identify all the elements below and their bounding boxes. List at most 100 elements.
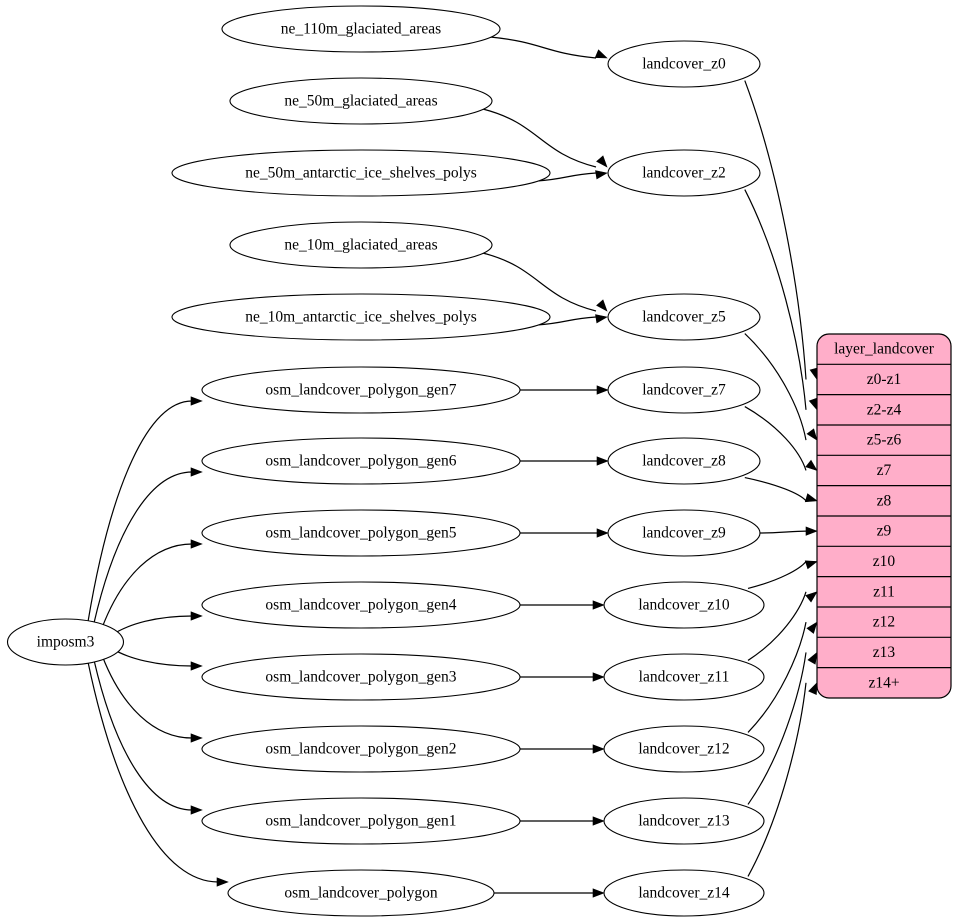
arrowhead-ne_50m_glaciated_areas (596, 155, 608, 168)
edge-landcover_z10-to-record-row-z10 (747, 561, 807, 590)
node-ellipse-landcover_z7[interactable] (607, 366, 761, 414)
edge-ne_50m_antarctic_ice_shelves_polys (536, 172, 597, 182)
node-ellipse-landcover_z2[interactable] (607, 149, 761, 197)
node-ellipse-osm_landcover_polygon_gen2[interactable] (201, 725, 521, 773)
node-ellipse-imposm3[interactable] (6, 618, 125, 666)
arrowhead-imposm3-osm_landcover_polygon_gen6 (190, 467, 203, 477)
arrowhead-ne_50m_antarctic_ice_shelves_polys (595, 170, 608, 180)
node-ellipse-ne_110m_glaciated_areas[interactable] (221, 5, 501, 53)
node-ellipse-osm_landcover_polygon_gen4[interactable] (201, 581, 521, 629)
graph-node[interactable]: osm_landcover_polygon_gen4 (201, 581, 521, 629)
graph-node[interactable]: imposm3 (6, 618, 125, 666)
arrowhead-imposm3-osm_landcover_polygon_gen2 (190, 733, 203, 743)
node-ellipse-landcover_z8[interactable] (607, 437, 761, 485)
node-ellipse-ne_50m_antarctic_ice_shelves_polys[interactable] (171, 149, 551, 197)
edge-ne_50m_glaciated_areas (482, 108, 597, 168)
arrowhead-imposm3-osm_landcover_polygon_gen1 (190, 805, 203, 815)
graph-node[interactable]: landcover_z2 (607, 149, 761, 197)
node-ellipse-osm_landcover_polygon_gen5[interactable] (201, 509, 521, 557)
arrowhead-osm_landcover_polygon_gen1-to-undefined (592, 816, 605, 826)
edge-landcover_z2-to-record-row-z2-z4 (744, 189, 807, 410)
arrowhead-imposm3-osm_landcover_polygon_gen5 (190, 539, 203, 549)
edge-imposm3-osm_landcover_polygon_gen2 (101, 656, 193, 739)
edge-landcover_z0-to-record-row-z0-z1 (744, 80, 807, 380)
graph-node[interactable]: landcover_z0 (607, 40, 761, 88)
graph-node[interactable]: osm_landcover_polygon_gen7 (201, 366, 521, 414)
edge-imposm3-osm_landcover_polygon_gen7 (87, 400, 193, 622)
node-ellipse-landcover_z5[interactable] (607, 293, 761, 341)
record-node-layer: layer_landcoverz0-z1z2-z4z5-z6z7z8z9z10z… (816, 333, 952, 699)
graph-node[interactable]: landcover_z9 (607, 509, 761, 557)
edge-landcover_z11-to-record-row-z11 (747, 591, 807, 661)
node-ellipse-ne_10m_antarctic_ice_shelves_polys[interactable] (171, 293, 551, 341)
arrowhead-imposm3-osm_landcover_polygon_gen7 (190, 396, 203, 406)
node-ellipse-osm_landcover_polygon_gen6[interactable] (201, 437, 521, 485)
graph-node[interactable]: ne_110m_glaciated_areas (221, 5, 501, 53)
edge-ne_10m_glaciated_areas (482, 252, 597, 312)
node-ellipse-osm_landcover_polygon[interactable] (227, 869, 495, 917)
node-ellipse-osm_landcover_polygon_gen1[interactable] (201, 797, 521, 845)
node-ellipse-landcover_z14[interactable] (603, 869, 765, 917)
arrowhead-landcover_z14 (808, 682, 818, 696)
arrowhead-landcover_z11 (805, 591, 818, 603)
edge-landcover_z5-to-record-row-z5-z6 (744, 333, 807, 441)
edge-imposm3-osm_landcover_polygon_gen6 (93, 471, 193, 624)
graph-node[interactable]: landcover_z7 (607, 366, 761, 414)
node-ellipse-osm_landcover_polygon_gen7[interactable] (201, 366, 521, 414)
graph-node[interactable]: osm_landcover_polygon_gen1 (201, 797, 521, 845)
arrowhead-osm_landcover_polygon_gen6-to-undefined (596, 456, 609, 466)
node-ellipse-landcover_z0[interactable] (607, 40, 761, 88)
edge-landcover_z13-to-record-row-z13 (747, 652, 807, 805)
node-ellipse-landcover_z10[interactable] (603, 581, 765, 629)
arrowhead-landcover_z10 (804, 560, 818, 570)
arrowhead-osm_landcover_polygon_gen5-to-undefined (596, 528, 609, 538)
graph-node[interactable]: landcover_z10 (603, 581, 765, 629)
graph-node[interactable]: landcover_z13 (603, 797, 765, 845)
arrowhead-landcover_z7 (805, 459, 818, 472)
arrowhead-imposm3-osm_landcover_polygon (216, 877, 229, 887)
graph-node[interactable]: landcover_z8 (607, 437, 761, 485)
graph-node[interactable]: ne_10m_glaciated_areas (229, 221, 493, 269)
arrowhead-landcover_z8 (804, 493, 818, 503)
graph-node[interactable]: ne_50m_antarctic_ice_shelves_polys (171, 149, 551, 197)
edge-ne_110m_glaciated_areas (490, 36, 597, 59)
graph-node[interactable]: osm_landcover_polygon (227, 869, 495, 917)
graph-node[interactable]: osm_landcover_polygon_gen2 (201, 725, 521, 773)
arrowhead-osm_landcover_polygon_gen2-to-undefined (592, 744, 605, 754)
node-ellipse-ne_50m_glaciated_areas[interactable] (229, 77, 493, 125)
edge-imposm3-osm_landcover_polygon (87, 662, 219, 883)
edge-landcover_z9-to-record-row-z9 (759, 530, 807, 534)
graph-node[interactable]: ne_10m_antarctic_ice_shelves_polys (171, 293, 551, 341)
node-ellipse-ne_10m_glaciated_areas[interactable] (229, 221, 493, 269)
graph-node[interactable]: landcover_z5 (607, 293, 761, 341)
nodes-layer: imposm3 ne_110m_glaciated_areas ne_50m_gla… (6, 5, 765, 917)
arrowhead-landcover_z5 (806, 428, 818, 441)
arrowhead-osm_landcover_polygon_gen3-to-undefined (592, 672, 605, 682)
edge-imposm3-osm_landcover_polygon_gen1 (93, 660, 193, 811)
arrowhead-landcover_z9 (805, 526, 818, 536)
graph-node[interactable]: landcover_z14 (603, 869, 765, 917)
arrowhead-osm_landcover_polygon-to-undefined (592, 888, 605, 898)
graph-node[interactable]: osm_landcover_polygon_gen3 (201, 653, 521, 701)
edge-landcover_z12-to-record-row-z12 (747, 622, 807, 733)
arrowhead-osm_landcover_polygon_gen4-to-undefined (592, 600, 605, 610)
edge-landcover_z8-to-record-row-z8 (744, 476, 807, 502)
node-ellipse-landcover_z11[interactable] (603, 653, 765, 701)
arrowhead-landcover_z12 (806, 621, 818, 634)
node-ellipse-landcover_z12[interactable] (603, 725, 765, 773)
arrowhead-ne_10m_antarctic_ice_shelves_polys (595, 314, 608, 324)
node-ellipse-landcover_z13[interactable] (603, 797, 765, 845)
edge-ne_10m_antarctic_ice_shelves_polys (536, 316, 597, 326)
arrowhead-ne_110m_glaciated_areas (594, 49, 608, 59)
edge-landcover_z7-to-record-row-z7 (744, 406, 807, 471)
graph-node[interactable]: osm_landcover_polygon_gen5 (201, 509, 521, 557)
arrowhead-landcover_z2 (808, 397, 818, 411)
node-ellipse-landcover_z9[interactable] (607, 509, 761, 557)
graph-node[interactable]: landcover_z11 (603, 653, 765, 701)
graph-node[interactable]: ne_50m_glaciated_areas (229, 77, 493, 125)
graph-node[interactable]: landcover_z12 (603, 725, 765, 773)
edge-landcover_z14-to-record-row-z14+ (747, 682, 807, 877)
node-ellipse-osm_landcover_polygon_gen3[interactable] (201, 653, 521, 701)
graph-node[interactable]: osm_landcover_polygon_gen6 (201, 437, 521, 485)
arrowhead-ne_10m_glaciated_areas (596, 299, 608, 312)
